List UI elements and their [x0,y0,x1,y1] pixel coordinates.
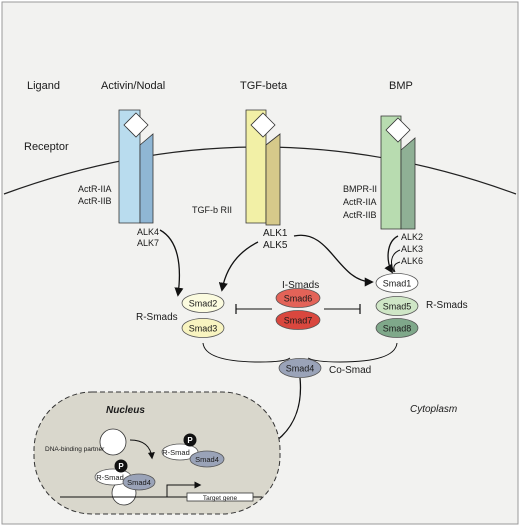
complex-lower: R-Smad Smad4 P [94,459,156,506]
arrow-bmp-merge-2 [393,261,401,273]
smad4-label-upper: Smad4 [195,455,219,464]
arc-right-to-smad4 [307,342,398,363]
co-smad-label: Co-Smad [329,365,371,376]
smad8-label: Smad8 [383,324,412,334]
tgf-ligand-diamond [250,112,276,138]
bmp-type1-label-2: ALK3 [401,244,423,254]
activin-type1-label-2: ALK7 [137,238,159,248]
phosphate-circle-upper [183,433,197,447]
dna-binding-partner-label: DNA-binding partner [45,446,105,453]
complex-upper: R-Smad Smad4 P [161,433,225,468]
phosphate-circle-lower [114,459,128,473]
arrow-bmp-merge-1 [391,249,401,273]
smad4-oval [278,358,322,378]
i-smads-label: I-Smads [282,280,319,291]
bmp-type2-label-1: BMPR-II [343,184,377,194]
activin-receptor-complex [118,109,154,224]
smad1-oval [375,273,419,293]
r-smads-right-label: R-Smads [426,300,468,311]
smad4-label: Smad4 [286,364,315,374]
smad8-oval [375,318,419,338]
tgf-type2-label: TGF-b RII [192,205,232,215]
activin-type1-receptor [139,133,154,224]
r-smads-left-label: R-Smads [136,312,178,323]
smad5-label: Smad5 [383,302,412,312]
phosphate-label-lower: P [118,462,124,471]
phosphate-label-upper: P [187,436,193,445]
activin-ligand-diamond [123,112,149,138]
bmp-receptor-complex [380,115,416,230]
smad3-label: Smad3 [189,324,218,334]
activin-type2-label-2: ActR-IIB [78,196,112,206]
arrow-tgf-to-smad1 [293,234,374,287]
transcription-arrow [166,481,202,497]
nucleus-compartment [33,391,281,515]
arrow-tgf-to-smad2 [218,241,259,292]
tgf-type1-label-2: ALK5 [263,240,288,251]
tgf-type1-label-1: ALK1 [263,228,288,239]
receptor-label: Receptor [24,141,69,153]
smad6-oval [275,288,321,308]
nucleus-label: Nucleus [106,405,145,416]
arrow-activin-to-smad2 [159,229,184,297]
smad2-oval [181,293,225,313]
dna-binding-partner-circle [99,428,127,456]
arrow-bmp-to-smad1 [384,235,399,274]
tgf-type1-receptor [265,133,281,226]
target-gene-label: Target gene [203,495,238,502]
activin-type2-label-1: ActR-IIA [78,184,112,194]
activin-type1-label-1: ALK4 [137,227,159,237]
smad1-label: Smad1 [383,279,412,289]
tgf-receptor-complex [245,109,281,226]
target-gene-box [186,492,254,502]
ligand-bmp: BMP [389,80,413,92]
smad5-oval [375,296,419,316]
ligand-activin: Activin/Nodal [101,80,165,92]
r-smad-label-upper: R-Smad [162,448,190,457]
smad4-oval-lower [122,473,156,491]
arc-left-to-smad4 [202,342,291,363]
bmp-type1-label-1: ALK2 [401,232,423,242]
smad7-label: Smad7 [284,316,313,326]
ligand-label: Ligand [27,80,60,92]
bmp-type2-label-2: ActR-IIA [343,197,377,207]
bmp-type2-label-3: ActR-IIB [343,210,377,220]
smad4-label-lower: Smad4 [127,478,151,487]
smad2-label: Smad2 [189,299,218,309]
smad7-oval [275,310,321,330]
bmp-ligand-diamond [385,117,411,143]
smad6-label: Smad6 [284,294,313,304]
smad4-oval-upper [189,450,225,468]
smad3-oval [181,318,225,338]
arrow-partner-to-complex [129,439,155,460]
bmp-type1-receptor [400,137,416,230]
r-smad-label-lower: R-Smad [96,473,124,482]
ligand-tgf-beta: TGF-beta [240,80,288,92]
bmp-type1-label-3: ALK6 [401,256,423,266]
cytoplasm-label: Cytoplasm [410,404,457,415]
